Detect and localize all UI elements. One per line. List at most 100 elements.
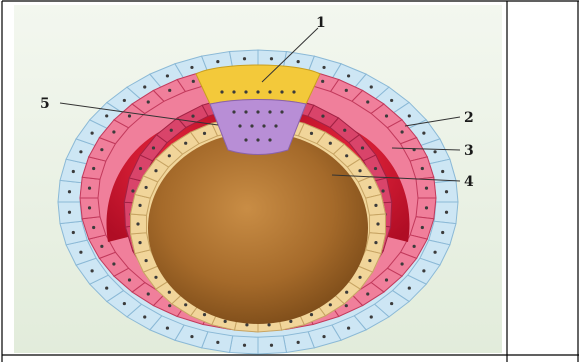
endoderm-cell-nucleus [203, 132, 206, 135]
yolk-mass [148, 132, 368, 324]
mesoderm-outer-cell-nucleus [345, 89, 348, 92]
mesoderm-outer-cell-nucleus [400, 130, 403, 133]
ectoderm-cell-nucleus [370, 85, 373, 88]
mesoderm-outer-cell-nucleus [345, 304, 348, 307]
endoderm-cell-nucleus [138, 204, 141, 207]
ectoderm-cell-nucleus [79, 150, 82, 153]
ectoderm-cell-nucleus [123, 99, 126, 102]
mesoderm-outer-cell-nucleus [425, 206, 428, 209]
mesoderm-outer-cell-nucleus [128, 114, 131, 117]
label-5: 5 [40, 96, 50, 112]
mesoderm-outer-cell-nucleus [385, 114, 388, 117]
mesoderm-inner-cell-nucleus [170, 129, 173, 132]
ectoderm-cell-nucleus [441, 170, 444, 173]
endoderm-cell-nucleus [329, 142, 332, 145]
label-4: 4 [464, 174, 474, 190]
mesoderm-outer-cell-nucleus [421, 167, 424, 170]
ectoderm-cell-nucleus [72, 231, 75, 234]
label-3: 3 [464, 143, 474, 159]
ectoderm-cell-nucleus [433, 150, 436, 153]
mesoderm-outer-cell-nucleus [100, 148, 103, 151]
ectoderm-cell-nucleus [105, 286, 108, 289]
endoderm-cell-nucleus [374, 241, 377, 244]
mesoderm-outer-cell-nucleus [421, 226, 424, 229]
ectoderm-cell-nucleus [433, 251, 436, 254]
ectoderm-cell-nucleus [123, 302, 126, 305]
notochord-nucleus [256, 138, 259, 141]
neural-plate-nucleus [244, 90, 247, 93]
mesoderm-outer-cell-nucleus [112, 130, 115, 133]
ectoderm-cell-nucleus [297, 341, 300, 344]
endoderm-cell-nucleus [368, 259, 371, 262]
mesoderm-outer-cell-nucleus [385, 278, 388, 281]
endoderm-cell-nucleus [368, 186, 371, 189]
notochord-nucleus [238, 124, 241, 127]
mesoderm-outer-cell-nucleus [366, 100, 369, 103]
ectoderm-cell-nucleus [72, 170, 75, 173]
endoderm-cell-nucleus [145, 259, 148, 262]
ectoderm-cell-nucleus [243, 57, 246, 60]
mesoderm-inner-cell-nucleus [321, 115, 324, 118]
ectoderm-cell-nucleus [390, 302, 393, 305]
ectoderm-cell-nucleus [105, 114, 108, 117]
endoderm-cell-nucleus [358, 169, 361, 172]
endoderm-cell-nucleus [358, 276, 361, 279]
endoderm-cell-nucleus [310, 132, 313, 135]
mesoderm-inner-cell-nucleus [152, 146, 155, 149]
ectoderm-cell-nucleus [190, 66, 193, 69]
endoderm-cell-nucleus [267, 323, 270, 326]
mesoderm-inner-cell-nucleus [131, 189, 134, 192]
mesoderm-outer-cell-nucleus [88, 206, 91, 209]
mesoderm-inner-cell-nucleus [139, 167, 142, 170]
ectoderm-cell-nucleus [79, 251, 82, 254]
ectoderm-cell-nucleus [68, 211, 71, 214]
ectoderm-cell-nucleus [190, 335, 193, 338]
ectoderm-cell-nucleus [243, 344, 246, 347]
mesoderm-outer-cell-nucleus [147, 292, 150, 295]
ectoderm-cell-nucleus [322, 335, 325, 338]
ectoderm-cell-nucleus [422, 269, 425, 272]
endoderm-cell-nucleus [168, 291, 171, 294]
notochord-nucleus [262, 124, 265, 127]
endoderm-cell-nucleus [376, 222, 379, 225]
endoderm-cell-nucleus [168, 154, 171, 157]
endoderm-cell-nucleus [329, 303, 332, 306]
endoderm-cell-nucleus [154, 169, 157, 172]
mesoderm-outer-cell-nucleus [147, 100, 150, 103]
notochord-nucleus [274, 124, 277, 127]
ectoderm-cell-nucleus [270, 57, 273, 60]
endoderm-cell-nucleus [245, 323, 248, 326]
ectoderm-cell-nucleus [445, 190, 448, 193]
mesoderm-outer-cell-nucleus [168, 304, 171, 307]
endoderm-cell-nucleus [145, 186, 148, 189]
neural-plate-nucleus [232, 90, 235, 93]
mesoderm-inner-cell-nucleus [343, 129, 346, 132]
ectoderm-cell-nucleus [143, 315, 146, 318]
notochord-nucleus [232, 110, 235, 113]
ectoderm-cell-nucleus [370, 315, 373, 318]
mesoderm-inner-cell-nucleus [381, 189, 384, 192]
endoderm-cell-nucleus [345, 291, 348, 294]
endoderm-cell-nucleus [136, 222, 139, 225]
endoderm-cell-nucleus [224, 320, 227, 323]
ectoderm-cell-nucleus [441, 231, 444, 234]
mesoderm-outer-cell-nucleus [168, 89, 171, 92]
mesoderm-outer-cell-nucleus [192, 80, 195, 83]
embryo [58, 50, 458, 354]
ectoderm-cell-nucleus [390, 99, 393, 102]
mesoderm-outer-cell-nucleus [112, 262, 115, 265]
ectoderm-cell-nucleus [166, 74, 169, 77]
ectoderm-cell-nucleus [408, 114, 411, 117]
ectoderm-cell-nucleus [445, 211, 448, 214]
mesoderm-outer-cell-nucleus [92, 226, 95, 229]
mesoderm-outer-cell-nucleus [128, 278, 131, 281]
ectoderm-cell-nucleus [270, 344, 273, 347]
ectoderm-cell-nucleus [216, 341, 219, 344]
neural-plate-nucleus [268, 90, 271, 93]
endoderm-cell-nucleus [289, 320, 292, 323]
neural-plate-nucleus [256, 90, 259, 93]
mesoderm-outer-cell-nucleus [92, 167, 95, 170]
ectoderm-cell-nucleus [347, 74, 350, 77]
ectoderm-cell-nucleus [143, 85, 146, 88]
notochord-nucleus [250, 124, 253, 127]
